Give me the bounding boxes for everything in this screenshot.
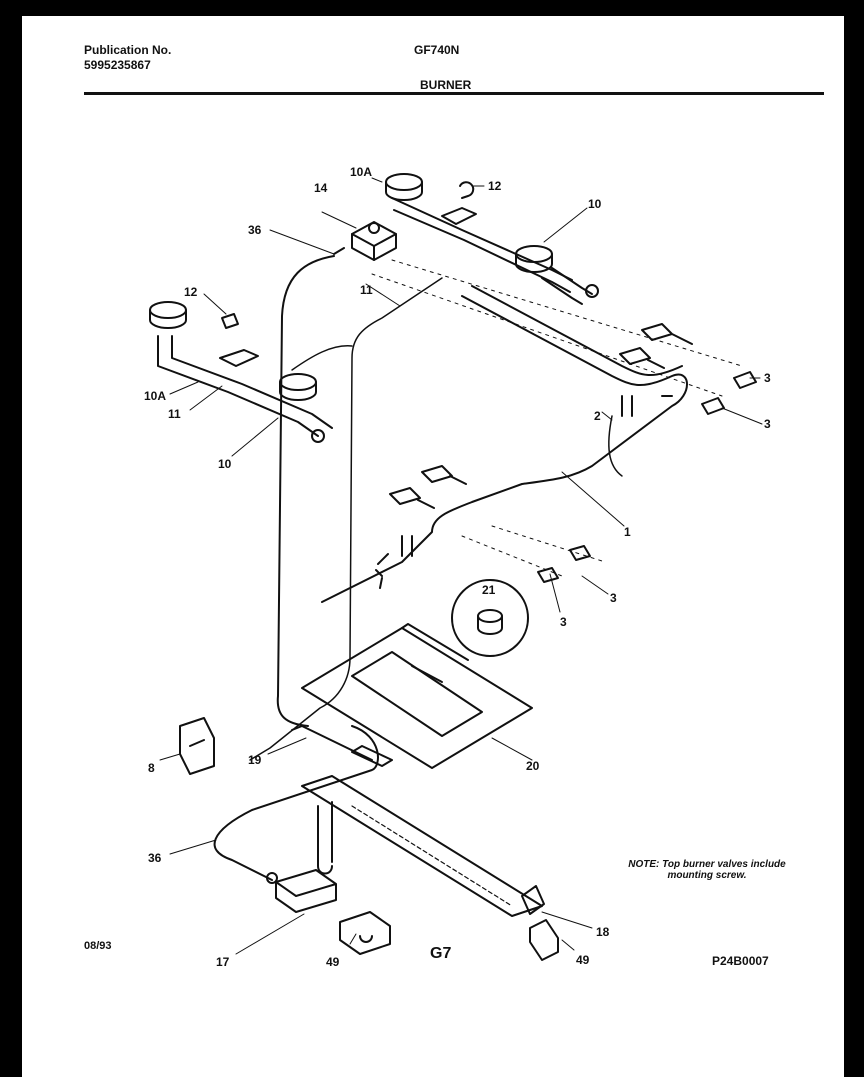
- tube-36-bottom: [213, 725, 379, 881]
- callout-36-top: 36: [248, 223, 262, 237]
- nut-21: [451, 579, 529, 657]
- callout-21: 21: [482, 583, 496, 597]
- left-burner-assembly: [149, 301, 333, 443]
- callout-19: 19: [248, 753, 262, 767]
- callout-18: 18: [596, 925, 610, 939]
- oven-burner-18: [301, 775, 545, 917]
- parts-sheet: Publication No. 5995235867 GF740N BURNER: [22, 16, 844, 1077]
- reference-code: P24B0007: [712, 954, 769, 968]
- publication-number: 5995235867: [84, 58, 151, 72]
- callout-49-right: 49: [576, 953, 590, 967]
- callout-10-top: 10: [588, 197, 602, 211]
- callout-12-top: 12: [488, 179, 502, 193]
- callout-8: 8: [148, 761, 155, 775]
- manifold-valves: [389, 323, 693, 509]
- callout-1: 1: [624, 525, 631, 539]
- callout-11-left: 11: [168, 407, 181, 421]
- top-right-burner-assembly: [385, 173, 599, 305]
- publication-label: Publication No.: [84, 43, 172, 57]
- callout-3-b: 3: [764, 417, 771, 431]
- clip-12-left: [221, 313, 239, 329]
- safety-valve-17: [266, 869, 337, 913]
- callout-17: 17: [216, 955, 230, 969]
- heat-shield-20: [301, 623, 533, 769]
- bracket-49-right: [529, 919, 559, 961]
- note-text: NOTE: Top burner valves include mounting…: [628, 859, 786, 881]
- callout-49-left: 49: [326, 955, 340, 969]
- bracket-8: [179, 717, 215, 775]
- header-rule: [84, 92, 824, 95]
- page-number: G7: [430, 945, 452, 962]
- tube-36: [276, 255, 335, 727]
- bracket-49-left: [339, 911, 391, 955]
- callout-12-left: 12: [184, 285, 198, 299]
- manifold-pipe-1: [321, 285, 688, 603]
- leader-lines: [159, 177, 763, 955]
- callout-3-a: 3: [764, 371, 771, 385]
- callout-2: 2: [594, 409, 601, 423]
- callout-11-top: 11: [360, 283, 373, 297]
- callout-3-d: 3: [610, 591, 617, 605]
- callout-20: 20: [526, 759, 540, 773]
- callout-3-c: 3: [560, 615, 567, 629]
- footer-date: 08/93: [84, 940, 112, 952]
- burner-exploded-diagram: 10A 14 12 10 36 11 12 10A 11 10 3 3 2 1 …: [144, 165, 771, 969]
- callout-10a-top: 10A: [350, 165, 372, 179]
- model-number: GF740N: [414, 43, 460, 57]
- callout-10-left: 10: [218, 457, 232, 471]
- stops-3: [537, 371, 757, 583]
- clip-12-top: [459, 181, 475, 199]
- section-title: BURNER: [420, 78, 472, 92]
- guide-lines: [371, 259, 743, 577]
- electrode-19: [291, 725, 393, 767]
- callout-10a-left: 10A: [144, 389, 166, 403]
- callout-14: 14: [314, 181, 328, 195]
- callout-36-bottom: 36: [148, 851, 162, 865]
- wire-2: [608, 415, 623, 477]
- valve-14: [351, 221, 397, 261]
